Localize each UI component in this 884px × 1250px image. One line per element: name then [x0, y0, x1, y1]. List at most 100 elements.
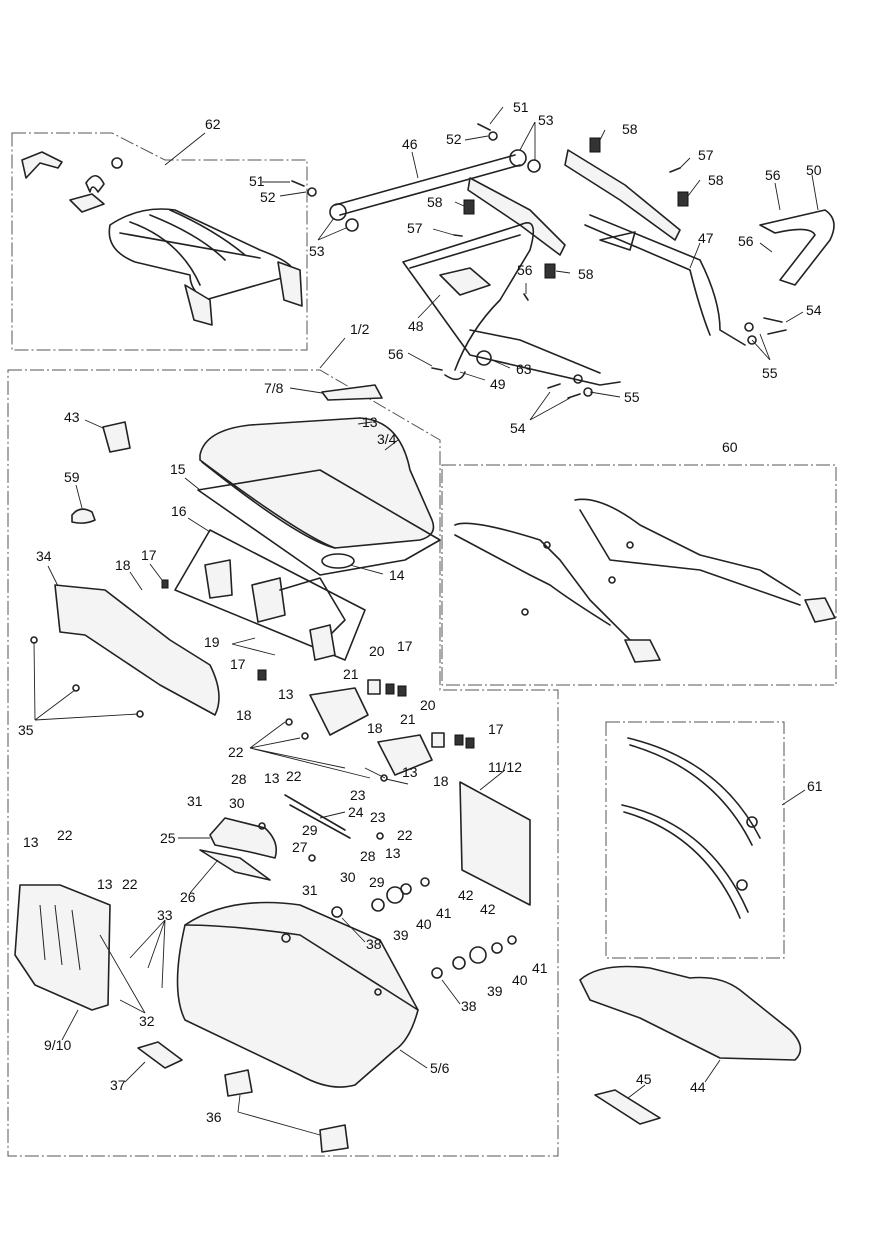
support-frame-assembly: [291, 123, 835, 399]
seal-plate-14: [321, 553, 355, 569]
callout-21a: 21: [343, 666, 359, 682]
callout-44: 44: [690, 1079, 706, 1095]
callout-13a: 13: [362, 414, 378, 430]
leader-55: [589, 333, 771, 398]
callout-58d: 58: [578, 266, 594, 282]
leader-15: [184, 477, 201, 491]
washer-42b: [507, 935, 517, 945]
handle-25: [209, 817, 278, 859]
callout-63: 63: [516, 361, 532, 377]
leader-49: [459, 371, 486, 381]
leader-48: [417, 294, 441, 319]
latch-frame-16: [174, 529, 366, 661]
mount-bracket-lower: [69, 193, 105, 213]
leader-44: [704, 1059, 721, 1083]
callout-52b: 52: [260, 189, 276, 205]
lid-shell-3-4: [199, 417, 435, 549]
callout-17c: 17: [230, 656, 246, 672]
inner-panel-34: [54, 584, 220, 716]
clip-17a: [385, 683, 395, 695]
callout-29a: 29: [302, 822, 318, 838]
callout-58c: 58: [427, 194, 443, 210]
callout-39b: 39: [487, 983, 503, 999]
callout-24: 24: [348, 804, 364, 820]
callout-18a: 18: [115, 557, 131, 573]
callout-59: 59: [64, 469, 80, 485]
callout-51b: 51: [249, 173, 265, 189]
callout-22c: 22: [397, 827, 413, 843]
clip-17b: [397, 685, 407, 697]
leader-43: [84, 419, 104, 429]
rack-tube-2: [129, 221, 201, 286]
callout-18c: 18: [367, 720, 383, 736]
leader-33: [129, 919, 166, 989]
leader-54: [529, 311, 804, 421]
frame-48: [402, 222, 621, 386]
callout-47: 47: [698, 230, 714, 246]
lid-seal-15: [197, 469, 441, 576]
rack-side-plate-right: [277, 261, 303, 307]
callout-39a: 39: [393, 927, 409, 943]
leader-45: [627, 1084, 646, 1099]
trim-strip-upper: [627, 737, 761, 846]
mount-plate-9-10: [14, 884, 111, 1011]
callout-56d: 56: [388, 346, 404, 362]
bush-40b: [469, 946, 487, 964]
callout-34: 34: [36, 548, 52, 564]
bush-40a: [386, 886, 404, 904]
body-hole-2: [374, 988, 382, 996]
badge-43: [102, 421, 131, 453]
callout-41b: 41: [532, 960, 548, 976]
lid-shell-edge: [201, 461, 336, 549]
leader-18-top: [129, 571, 143, 591]
frame-61-trim-strips: [605, 721, 785, 959]
callout-42b: 42: [480, 901, 496, 917]
leader-32: [99, 934, 146, 1014]
leader-46: [411, 151, 419, 179]
washer-13b: [301, 732, 309, 740]
leader-1-2: [319, 337, 346, 369]
clip-58c: [677, 191, 689, 207]
callout-29b: 29: [369, 874, 385, 890]
washer-39a: [371, 898, 385, 912]
latch-rod: [279, 577, 346, 641]
leader-47: [689, 242, 701, 269]
rack-tube-4: [169, 209, 246, 256]
mount-plate-48: [439, 267, 491, 296]
foot-36a: [224, 1069, 253, 1097]
bush-55b: [747, 335, 757, 345]
rail-fixing-b: [626, 541, 634, 549]
callout-31a: 31: [187, 793, 203, 809]
clip-17d: [257, 669, 267, 681]
bush-53d: [345, 218, 359, 232]
callout-51: 51: [513, 99, 529, 115]
grommet-38a: [331, 906, 343, 918]
frame-48-inner: [409, 234, 601, 374]
rail-kit: [454, 498, 836, 663]
callout-20b: 20: [420, 697, 436, 713]
handle-50: [759, 209, 835, 286]
bolt-51b: [477, 123, 491, 131]
callout-36: 36: [206, 1109, 222, 1125]
leader-56: [407, 182, 781, 367]
latch-catch: [309, 624, 336, 661]
leader-51: [262, 106, 504, 183]
callout-53b: 53: [309, 243, 325, 259]
bolt-51a: [291, 180, 305, 187]
back-plate-11-12: [459, 781, 531, 906]
base-pad: [579, 965, 802, 1125]
rail-end-cap: [804, 597, 836, 623]
callout-18b: 18: [236, 707, 252, 723]
pannier-lid-assembly: [30, 384, 441, 718]
callout-55b: 55: [624, 389, 640, 405]
washer-42a: [420, 877, 430, 887]
handle-pad-26: [199, 849, 271, 881]
foot-36b: [319, 1124, 349, 1153]
leader-5-6: [399, 1049, 428, 1069]
clip-58a: [589, 137, 601, 153]
hinge-21a: [309, 687, 369, 736]
leader-37: [124, 1061, 146, 1083]
body-rim: [184, 924, 419, 1011]
callout-45: 45: [636, 1071, 652, 1087]
frame-1-2-pannier: [7, 369, 559, 1157]
